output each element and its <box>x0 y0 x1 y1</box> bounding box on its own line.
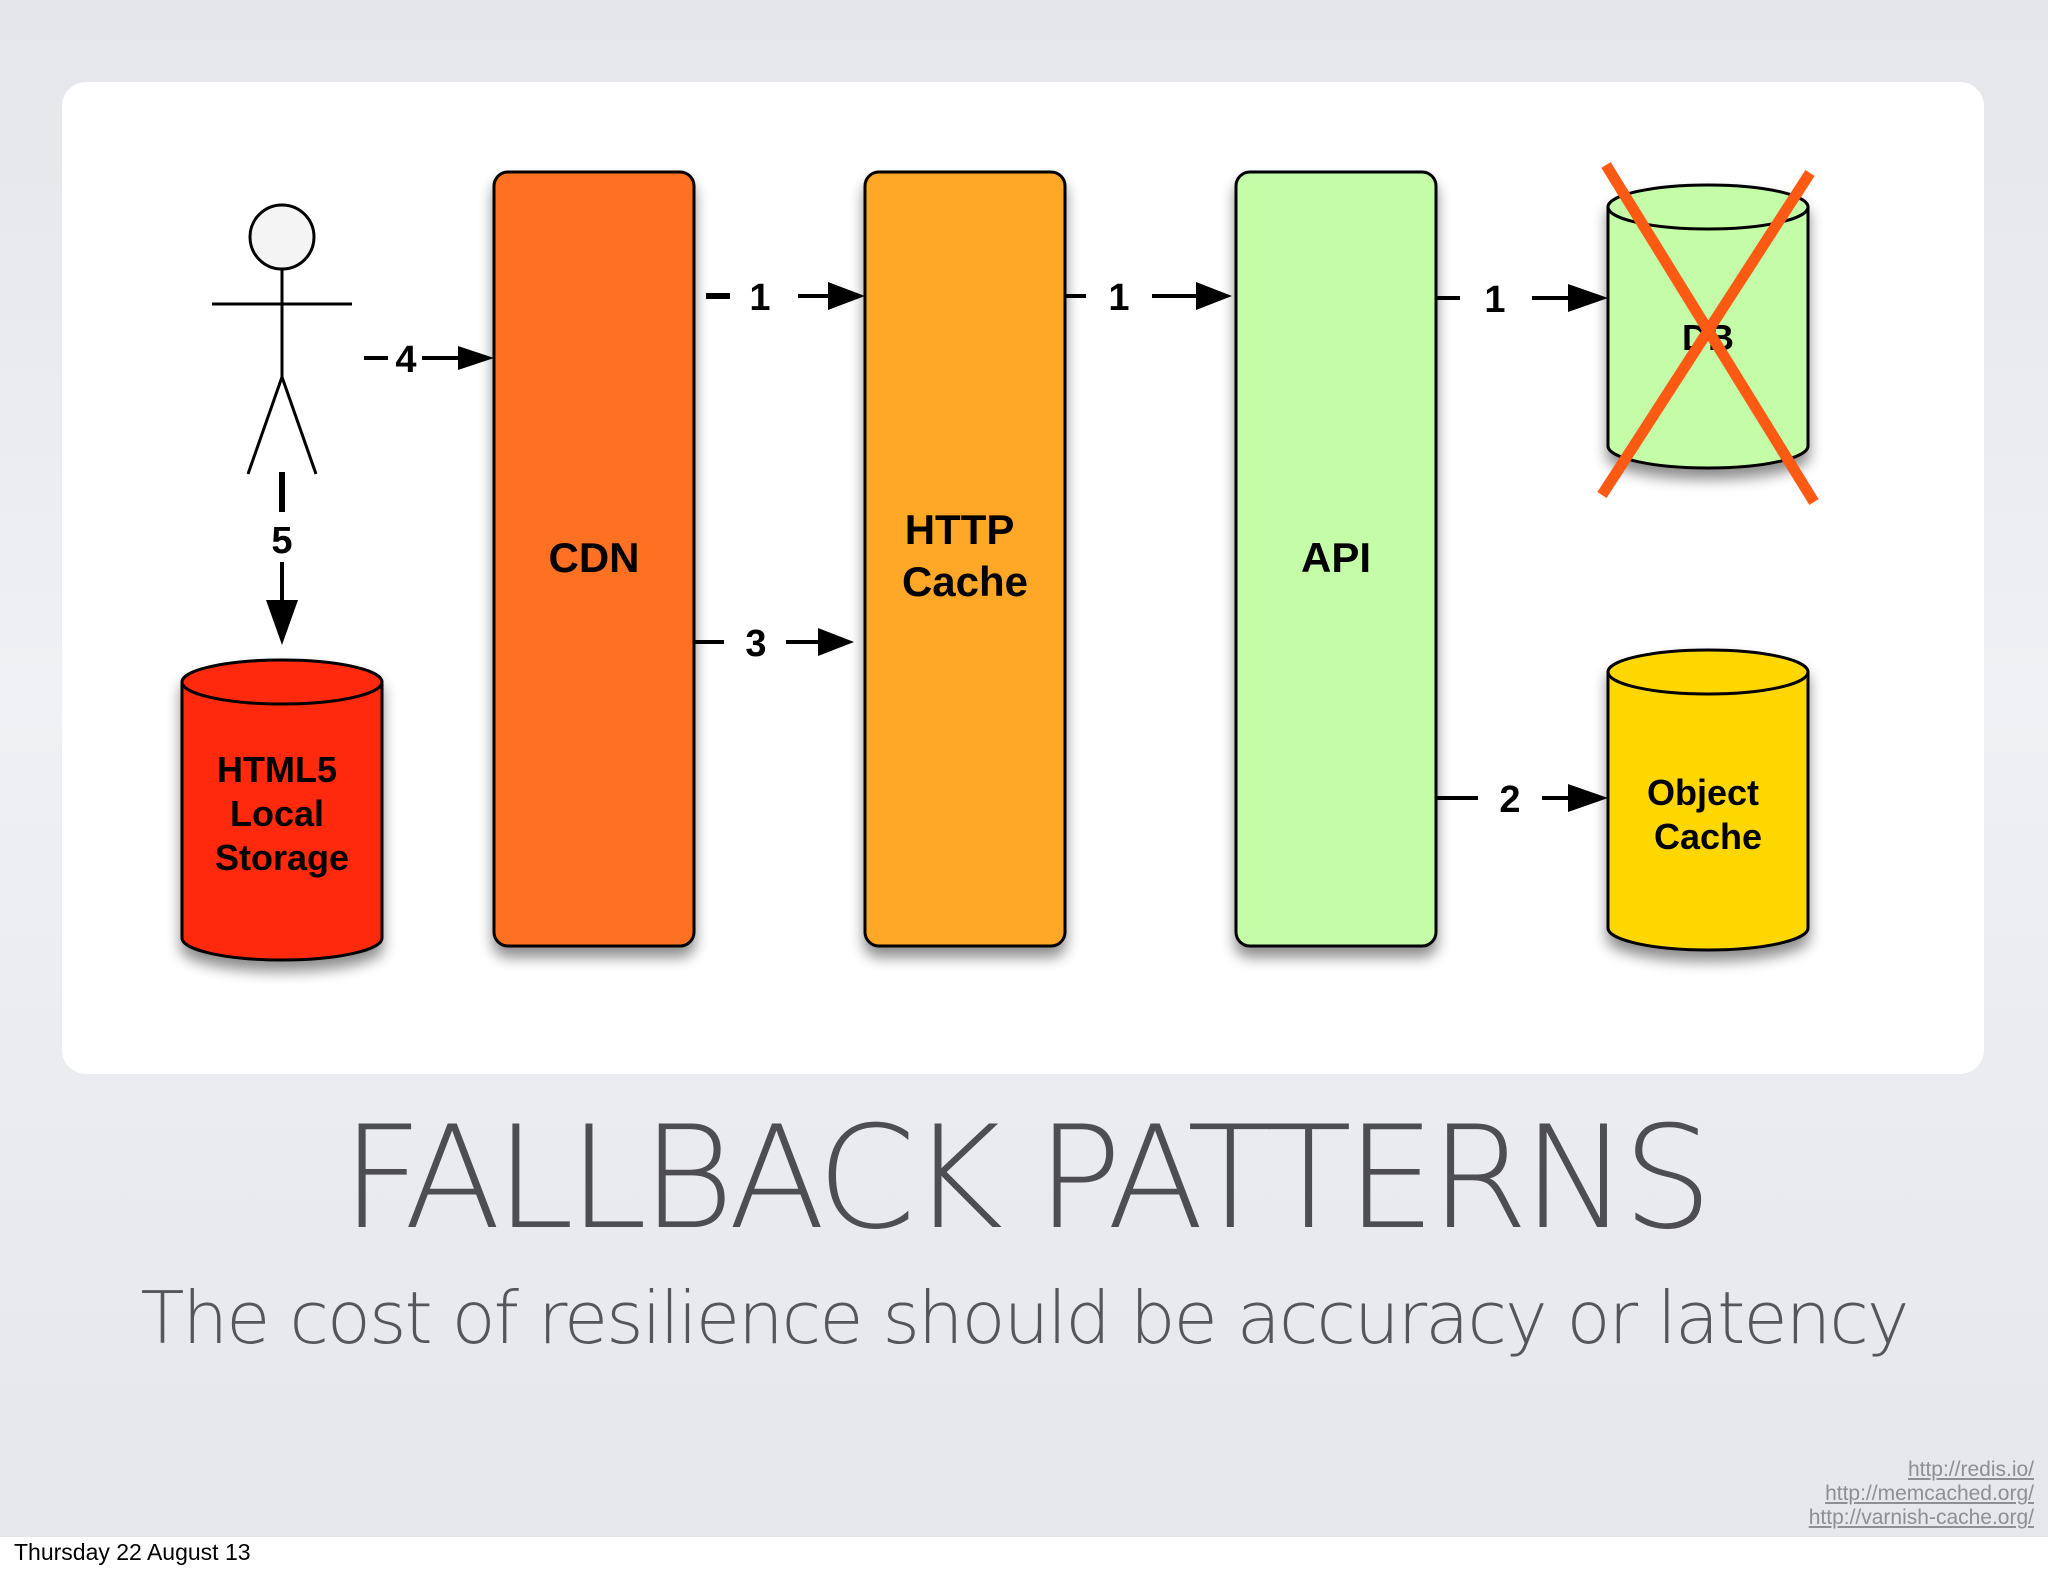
varnish-cache-link[interactable]: http://varnish-cache.org/ <box>1808 1506 2034 1529</box>
object-cache-cylinder <box>1606 648 1810 952</box>
edge-actor-to-local-storage: 5 <box>266 472 298 645</box>
html5-local-storage-label: HTML5 Local Storage <box>215 749 349 878</box>
redis-link[interactable]: http://redis.io/ <box>1907 1458 2034 1481</box>
edge-api-to-db: 1 <box>1436 279 1608 321</box>
edge-label-4: 4 <box>395 339 416 381</box>
footer-date: Thursday 22 August 13 <box>14 1539 251 1565</box>
cdn-box <box>492 170 696 948</box>
edge-http-cache-to-api: 1 <box>1065 277 1232 319</box>
db-failure-cross-icon <box>1597 162 1819 505</box>
http-cache-box <box>863 170 1067 948</box>
diagram-panel: HTML5 Local Storage CDN HTTP Cache API D… <box>62 82 1984 1074</box>
slide-title: FALLBACK PATTERNS <box>341 1096 1712 1261</box>
edge-label-1a: 1 <box>749 277 770 319</box>
api-label: API <box>1301 534 1371 581</box>
user-stick-figure-icon <box>212 203 352 475</box>
edge-label-3: 3 <box>745 623 766 665</box>
edge-api-to-object-cache: 2 <box>1436 779 1608 821</box>
api-box <box>1234 170 1438 948</box>
slide-subtitle: The cost of resilience should be accurac… <box>140 1276 1910 1360</box>
object-cache-label: Object Cache <box>1647 772 1769 857</box>
html5-local-storage-cylinder <box>180 658 384 962</box>
reference-links: http://redis.io/ http://memcached.org/ h… <box>1809 1458 2034 1530</box>
edge-actor-to-cdn: 4 <box>364 339 494 381</box>
http-cache-label: HTTP Cache <box>902 506 1028 605</box>
cdn-label: CDN <box>549 534 640 581</box>
fallback-architecture-diagram: HTML5 Local Storage CDN HTTP Cache API D… <box>180 162 1819 962</box>
edge-label-2: 2 <box>1499 779 1520 821</box>
edge-label-1c: 1 <box>1484 279 1505 321</box>
slide: HTML5 Local Storage CDN HTTP Cache API D… <box>0 0 2048 1537</box>
edge-label-5: 5 <box>271 520 292 562</box>
edge-label-1b: 1 <box>1108 277 1129 319</box>
edge-cdn-to-http-cache-1: 1 <box>706 277 865 319</box>
memcached-link[interactable]: http://memcached.org/ <box>1825 1482 2034 1505</box>
edge-cdn-to-http-cache-3: 3 <box>694 623 854 665</box>
